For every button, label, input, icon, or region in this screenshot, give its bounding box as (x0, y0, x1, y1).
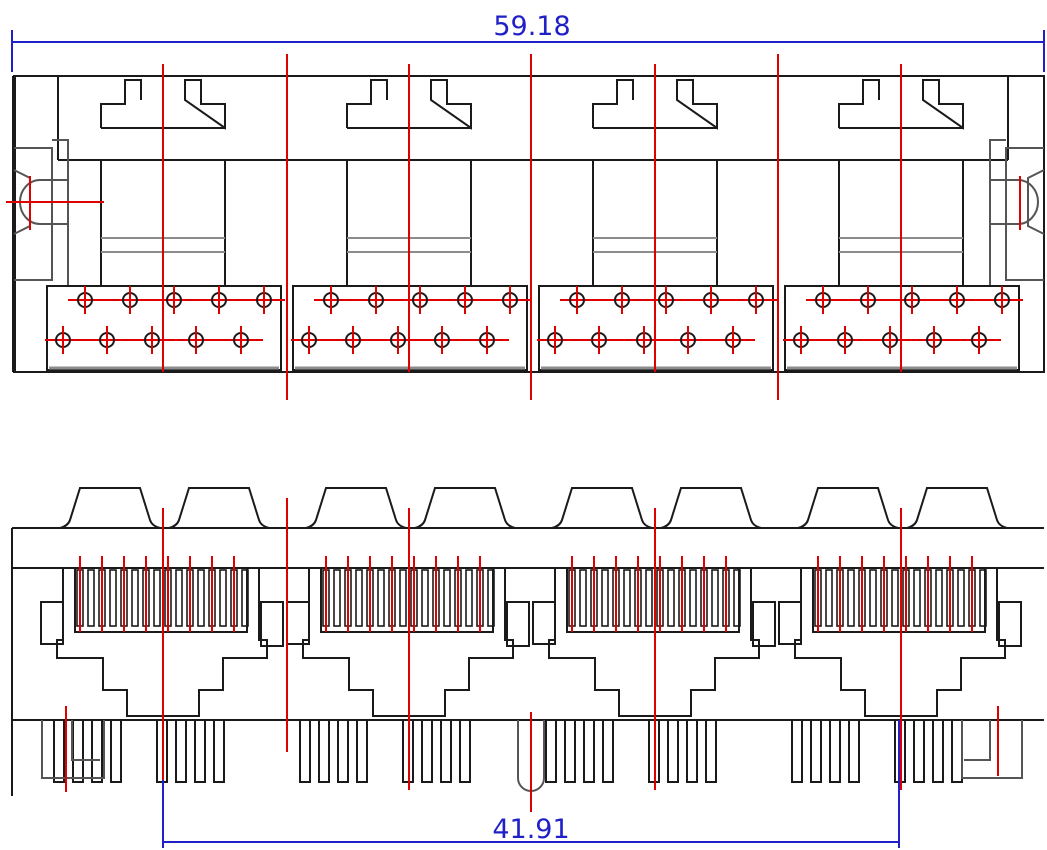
contact-pin (219, 569, 227, 627)
contact-pin (913, 569, 921, 627)
contact-pin (487, 569, 495, 627)
led-lens (660, 487, 762, 529)
side-window (260, 601, 284, 647)
side-window (40, 601, 64, 645)
pcb-leg (564, 719, 576, 783)
pcb-leg (545, 719, 557, 783)
contact-pin (197, 569, 205, 627)
contact-pin (377, 569, 385, 627)
centerlines (6, 54, 1021, 812)
contact-pin (733, 569, 741, 627)
pcb-leg (421, 719, 433, 783)
pitch-span-dimension (162, 720, 900, 848)
led-lens (168, 487, 270, 529)
contact-pin (957, 569, 965, 627)
pcb-leg (194, 719, 206, 783)
contact-pin (131, 569, 139, 627)
overall-width-label: 59.18 (493, 11, 570, 42)
contact-pin (87, 569, 95, 627)
contact-pin (869, 569, 877, 627)
contact-pin (689, 569, 697, 627)
pcb-leg (686, 719, 698, 783)
left-latch (13, 139, 69, 287)
contact-pin (153, 569, 161, 627)
contact-pin (421, 569, 429, 627)
top-view (12, 75, 1045, 373)
pcb-leg (829, 719, 841, 783)
pcb-leg (791, 719, 803, 783)
pcb-leg (667, 719, 679, 783)
contact-pin (579, 569, 587, 627)
led-lens (414, 487, 516, 529)
pcb-leg (810, 719, 822, 783)
side-window (778, 601, 802, 645)
contact-pin (711, 569, 719, 627)
pcb-leg (602, 719, 614, 783)
pcb-leg (356, 719, 368, 783)
pcb-leg (110, 719, 122, 783)
pcb-leg (53, 719, 65, 783)
left-boardlock (41, 720, 105, 779)
overall-width-dimension (11, 30, 1045, 72)
pcb-leg (951, 719, 963, 783)
pcb-leg (440, 719, 452, 783)
pcb-leg (91, 719, 103, 783)
led-lens (551, 487, 653, 529)
pcb-leg (318, 719, 330, 783)
contact-pin (465, 569, 473, 627)
contact-pin (399, 569, 407, 627)
side-window (286, 601, 310, 645)
contact-pin (175, 569, 183, 627)
pcb-leg (459, 719, 471, 783)
contact-pin (355, 569, 363, 627)
contact-pin (667, 569, 675, 627)
pcb-leg (848, 719, 860, 783)
contact-pin (109, 569, 117, 627)
contact-pin (891, 569, 899, 627)
right-latch (989, 139, 1045, 287)
pcb-leg (299, 719, 311, 783)
pcb-leg (175, 719, 187, 783)
front-view (11, 487, 1044, 796)
led-lens (59, 487, 161, 529)
pcb-leg (583, 719, 595, 783)
contact-pin (333, 569, 341, 627)
contact-pin (623, 569, 631, 627)
contact-pin (443, 569, 451, 627)
contact-pin (847, 569, 855, 627)
contact-pin (645, 569, 653, 627)
pcb-leg (213, 719, 225, 783)
contact-pin (935, 569, 943, 627)
contact-pin (241, 569, 249, 627)
pcb-leg (337, 719, 349, 783)
contact-pin (601, 569, 609, 627)
pcb-leg (913, 719, 925, 783)
side-window (532, 601, 556, 645)
led-lens (305, 487, 407, 529)
contact-pin (825, 569, 833, 627)
pcb-leg (932, 719, 944, 783)
contact-pin (979, 569, 987, 627)
right-boardlock (961, 720, 1023, 779)
pcb-leg (72, 719, 84, 783)
side-window (506, 601, 530, 647)
pitch-span-label: 41.91 (492, 814, 569, 845)
pcb-leg (705, 719, 717, 783)
side-window (998, 601, 1022, 647)
led-lens (797, 487, 899, 529)
led-lens (906, 487, 1008, 529)
side-window (752, 601, 776, 647)
